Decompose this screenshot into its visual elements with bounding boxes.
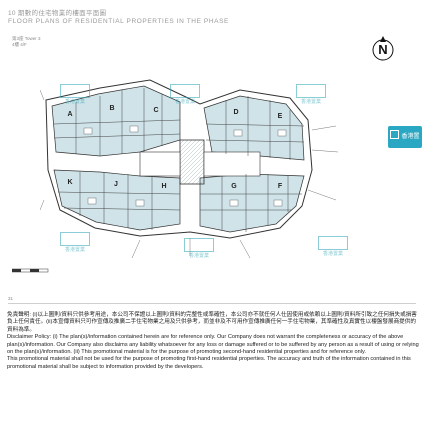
watermark-label: 香港置業 [64,247,85,253]
disclaimer-english-2: This promotional material shall not be u… [7,356,411,370]
divider [8,303,416,304]
unit-label: K [67,179,72,186]
unit-label: F [278,183,283,190]
watermark-label: 香港置業 [322,251,343,257]
unit-label: H [161,183,166,190]
watermark-logo: 香港置業 [318,236,348,257]
watermark-logo: 香港置業 [60,232,90,253]
tower-label: 第3座 Tower 3 [12,36,41,41]
watermark-label: 香港置業 [64,99,85,105]
watermark-logo: 香港置業 [170,84,200,105]
floor-plan-drawing: A B C D E F G H J K [40,79,339,259]
floor-label: 4樓 4/F [12,42,27,47]
unit-label: B [109,105,114,112]
tower-floor-label: 第3座 Tower 3 4樓 4/F [12,36,41,48]
brand-logo-icon [390,130,400,139]
title-english: FLOOR PLANS OF RESIDENTIAL PROPERTIES IN… [8,18,229,25]
page-number: 31 [8,296,14,301]
watermark-logo: 香港置業 [296,84,326,105]
title-chinese: 10 期數的住宅物業的樓面平面圖 [8,10,107,17]
disclaimer-chinese: 免責聲明: (i)以上圖則/資料只供參考用途，本公司不保證以上圖則/資料的完整性… [7,312,417,333]
header: 10 期數的住宅物業的樓面平面圖 FLOOR PLANS OF RESIDENT… [8,10,338,26]
unit-label: J [114,181,118,188]
scale-bar-icon [12,268,49,273]
watermark-label: 香港置業 [300,99,321,105]
watermark-logo: 香港置業 [60,84,90,105]
disclaimer: 免責聲明: (i)以上圖則/資料只供參考用途，本公司不保證以上圖則/資料的完整性… [7,312,419,371]
disclaimer-english-1: Disclaimer Policy: (i) The plan(s)/infor… [7,334,419,356]
watermark-label: 香港置業 [174,99,195,105]
badge-label: 香港置業 [401,134,420,162]
north-arrow-icon: N [372,34,394,62]
watermark-logo: 香港置業 [184,238,214,259]
brand-badge[interactable]: 香港置業 [388,126,422,162]
unit-label: C [153,107,158,114]
north-circle-icon [372,36,394,61]
unit-label: E [278,113,283,120]
watermark-label: 香港置業 [188,253,209,259]
unit-label: G [231,183,237,190]
unit-label: D [233,109,238,116]
unit-label: A [67,111,72,118]
north-letter: N [378,42,388,57]
